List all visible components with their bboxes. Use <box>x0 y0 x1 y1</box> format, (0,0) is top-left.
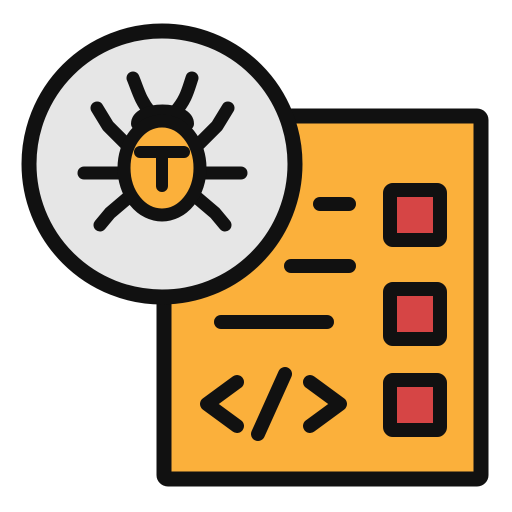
checkbox-icon-1 <box>383 183 447 247</box>
code-slash <box>251 367 292 441</box>
bug-leg-left-top <box>90 101 134 152</box>
bug-wing-lines <box>134 146 190 192</box>
checkbox-icon-3 <box>383 373 447 437</box>
checkbox-icon-2 <box>383 282 447 346</box>
bug-leg-right-top <box>191 101 235 152</box>
left-angle-bracket <box>200 375 244 433</box>
bug-leg-left-bottom <box>93 189 137 232</box>
bug-leg-right-bottom <box>188 189 232 232</box>
code-brackets-icon <box>200 367 347 441</box>
right-angle-bracket <box>303 375 347 433</box>
